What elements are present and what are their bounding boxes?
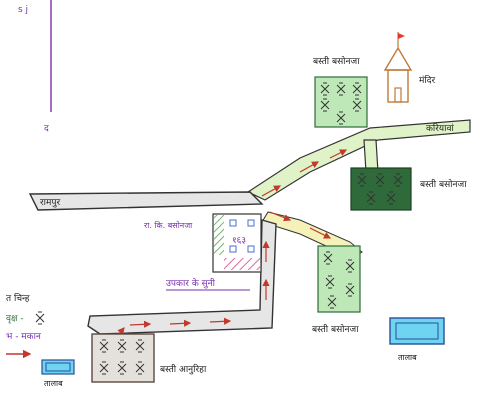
settlement-right-label: बस्ती बसोनजा bbox=[420, 178, 467, 190]
legend-title: त चिन्ह bbox=[6, 292, 30, 304]
settlement-bottom-right bbox=[317, 245, 361, 313]
settlement-right bbox=[350, 167, 412, 211]
road-left-label: रामपुर bbox=[40, 198, 61, 208]
settlement-bottom-right-label: बस्ती बसोनजा bbox=[312, 323, 359, 335]
road-right-label: करियावां bbox=[426, 122, 454, 134]
temple-icon bbox=[383, 32, 413, 103]
settlement-top bbox=[314, 76, 368, 128]
compass-south-label: द bbox=[44, 124, 49, 134]
pond-right-label: तालाब bbox=[398, 353, 417, 362]
top-left-mark: s j bbox=[18, 5, 28, 15]
school-label: रा. कि. बसोनजा bbox=[144, 220, 193, 230]
school-code: १६३ bbox=[232, 236, 246, 246]
legend: त चिन्ह वृक्ष - भ - मकान तालाब bbox=[6, 292, 75, 388]
settlement-bottom-left bbox=[91, 333, 155, 383]
pond-icon bbox=[389, 317, 445, 345]
compass-north: s j द bbox=[18, 0, 52, 134]
health-center-label: उपकार के सुनी bbox=[166, 277, 216, 289]
school-compound bbox=[212, 213, 262, 273]
pond-left-label: तालाब bbox=[44, 379, 63, 388]
legend-pond-icon bbox=[41, 359, 75, 375]
temple-label: मंदिर bbox=[419, 74, 435, 86]
settlement-top-label: बस्ती बसोनजा bbox=[313, 55, 360, 67]
legend-item-house: भ - मकान bbox=[6, 332, 42, 342]
legend-item-tree: वृक्ष - bbox=[6, 314, 24, 324]
settlement-bottom-left-label: बस्ती आनुरिहा bbox=[160, 363, 207, 375]
